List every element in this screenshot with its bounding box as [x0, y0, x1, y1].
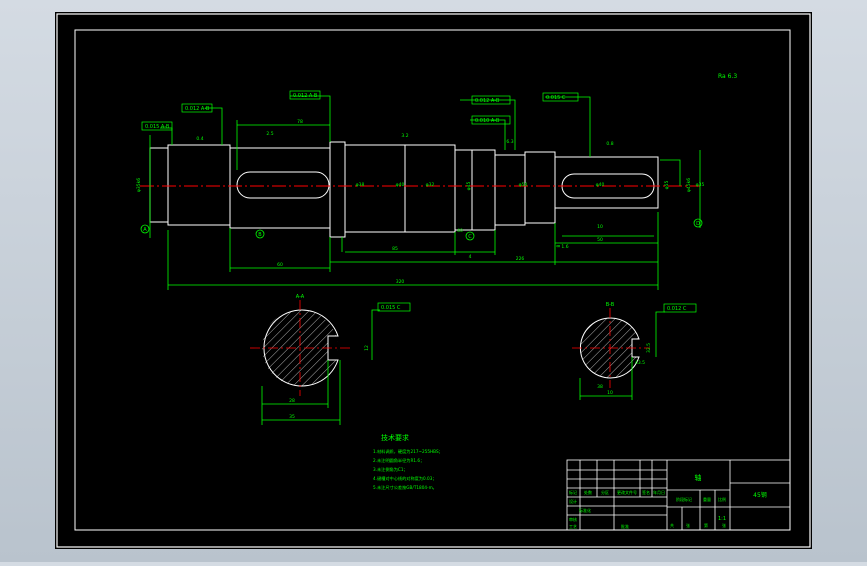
tolerance-frame: [289, 90, 321, 100]
drawing-background: [55, 12, 812, 549]
title-block-cell: 年月日: [653, 489, 665, 495]
sheet-border: [56, 13, 811, 548]
tech-req-item: 3.未注倒角为C1；: [373, 466, 408, 473]
section-view-a: [250, 300, 380, 425]
dimension-text: 35: [289, 414, 295, 420]
dimension-text: φ40: [596, 182, 605, 188]
tolerance-frame: [471, 95, 511, 105]
title-block-cell: 张: [686, 522, 690, 528]
tolerance-frame-text: 0.012 A-B: [293, 93, 318, 99]
dimension-text: 3.2: [401, 133, 408, 139]
dimension-text: 0.4: [196, 136, 203, 142]
tolerance-frame-text: 0.012 A-B: [475, 98, 500, 104]
dimension-text: φ40: [396, 182, 405, 188]
datum-label: D: [696, 221, 700, 227]
title-block-cell: 比例: [718, 496, 726, 502]
tolerance-frame: [471, 115, 511, 125]
dimension-text: 10: [597, 224, 603, 230]
title-block-cell: 阶段标记: [676, 496, 692, 502]
dimension-text: φ50: [519, 182, 528, 188]
dimension-text: φ35: [696, 182, 705, 188]
dimension-text: 0.8: [606, 141, 613, 147]
title-block-cell: 设计: [569, 498, 577, 504]
dimension-text: φ35k6: [136, 178, 142, 192]
title-block-cell: 分区: [601, 489, 609, 495]
dimension-text: 1.6: [561, 244, 568, 250]
section-a-label: A-A: [296, 294, 305, 300]
dimension-text: 38: [597, 384, 603, 390]
dimension-text: φ38: [356, 182, 365, 188]
title-part-name: 轴: [695, 473, 702, 482]
dimension-text: φ45k6: [686, 178, 692, 192]
tolerance-frame-text: 0.012 A-B: [185, 106, 210, 112]
dimension-text: 12: [364, 345, 370, 351]
tech-req-item: 5.未注尺寸公差按GB/T1804-m。: [373, 484, 437, 491]
dimension-text: 85: [392, 246, 398, 252]
dimension-text: 32.5: [646, 343, 652, 353]
dimension-text: 43.5: [635, 360, 645, 366]
title-block-cell: 张: [722, 522, 726, 528]
datum-label: B: [258, 232, 262, 238]
datum-symbol: [140, 224, 150, 234]
tolerance-frame-text: 0.015 C: [546, 95, 566, 101]
title-scale: 1:1: [718, 516, 726, 522]
dimension-lines: [149, 95, 701, 290]
dimension-text: 10: [607, 390, 613, 396]
dimension-text: φ55: [664, 181, 670, 190]
section-b-label: B-B: [606, 302, 615, 308]
dimension-text: φ45: [466, 182, 472, 191]
tolerance-frame-text: 0.010 A-B: [475, 118, 500, 124]
drawing-frame: [74, 29, 791, 531]
title-block-cell: 工艺: [569, 524, 577, 529]
dimension-text: 60: [277, 262, 283, 268]
title-material: 45钢: [753, 491, 767, 499]
tolerance-frame-text: 0.015 A-B: [145, 124, 170, 130]
drawing-labels: Ra 6.3A-A B-B 0.012 A-B 0.015 A-B 0.012 A-B 0…: [136, 73, 767, 529]
datum-label: A: [143, 227, 147, 233]
dimension-text: φ32: [426, 182, 435, 188]
keyway-left: [236, 171, 330, 199]
title-block-cell: 签名: [642, 489, 650, 495]
title-block-cell: 更改文件号: [617, 489, 637, 495]
title-block-cell: 标记: [569, 489, 577, 495]
dimension-text: 320: [396, 279, 405, 285]
title-block-cell: 批准: [621, 523, 629, 529]
tech-req-item: 2.未注明圆角半径为R1.6；: [373, 457, 424, 464]
title-block-cell: 处数: [584, 489, 592, 495]
title-block-cell: 标准化: [579, 507, 591, 513]
tech-req-item: 4.键槽对中心线的对称度为0.03；: [373, 475, 437, 482]
tolerance-frame: [663, 303, 697, 313]
tolerance-frame: [141, 121, 173, 131]
dimension-text: 4: [469, 254, 472, 260]
tolerance-frame: [181, 103, 213, 113]
datum-label: C: [468, 234, 472, 240]
datum-symbol: [465, 231, 475, 241]
dimension-text: 8: [556, 244, 562, 247]
title-block-cell: 审核: [569, 516, 577, 522]
title-block-cell: 共: [670, 522, 674, 528]
dimension-text: 40: [457, 228, 463, 234]
dimension-text: 2.5: [266, 131, 273, 137]
dimension-text: 28: [289, 398, 295, 404]
title-block-cell: 重量: [703, 496, 711, 502]
tech-req-title: 技术要求: [381, 433, 409, 442]
datum-symbol: [693, 218, 703, 228]
roughness-note: Ra 6.3: [718, 73, 737, 80]
tech-req-item: 1.材料调质，硬度为217~255HBS；: [373, 448, 443, 455]
section-view-b: [572, 308, 665, 400]
dimension-text: 6.3: [506, 139, 513, 145]
tolerance-frame: [542, 92, 579, 102]
dimension-text: 50: [597, 237, 603, 243]
dimension-text: 78: [297, 119, 303, 125]
tolerance-frame-text: 0.012 C: [667, 306, 687, 312]
tolerance-frame: [377, 302, 411, 312]
title-block-cell: 第: [704, 522, 708, 528]
dimension-text: 226: [516, 256, 525, 262]
datum-symbol: [255, 229, 265, 239]
title-block: [566, 459, 791, 531]
tolerance-frame-text: 0.015 C: [381, 305, 401, 311]
